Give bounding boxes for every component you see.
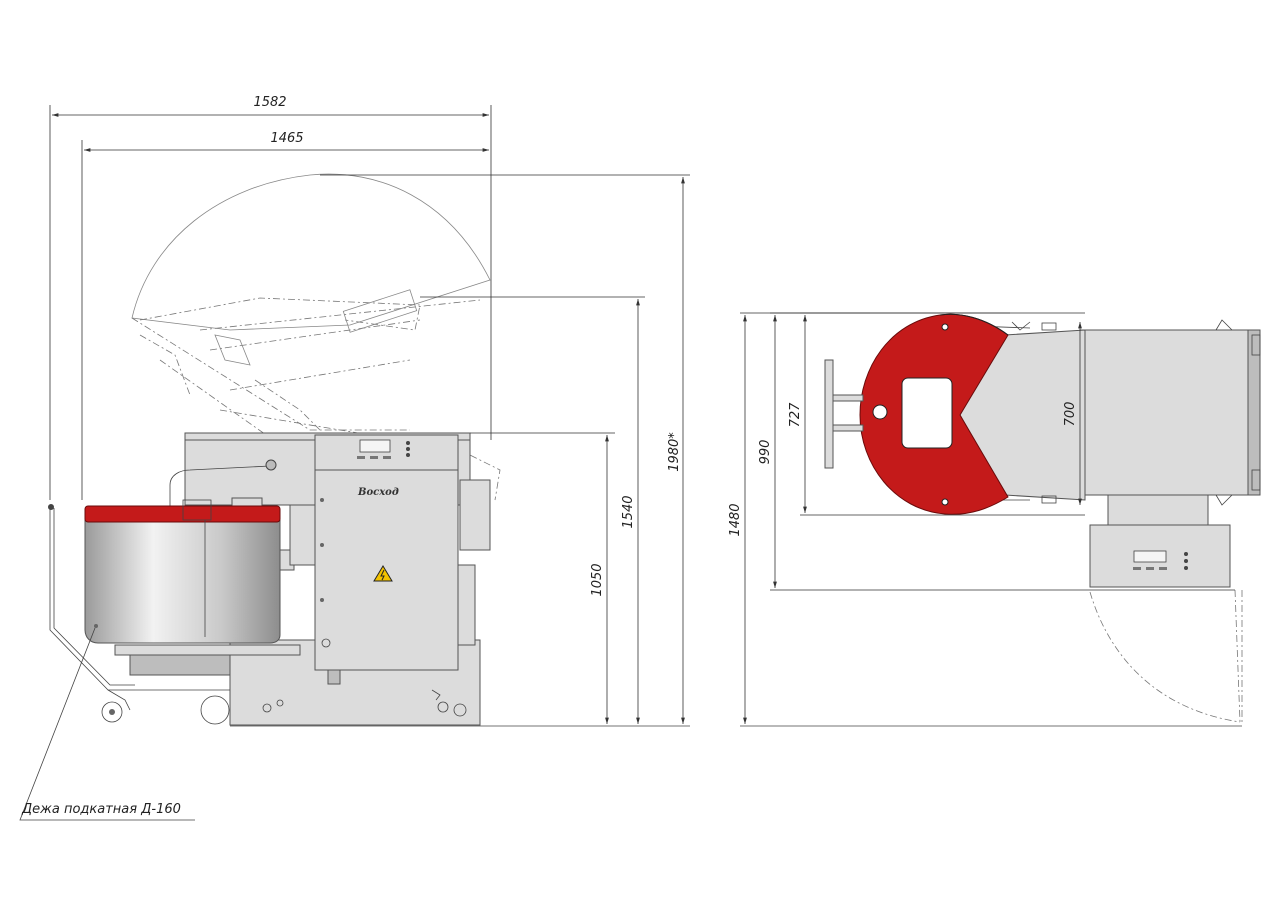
- trolley-bowl: [84, 499, 281, 644]
- dim-body-width: 1465: [270, 131, 303, 146]
- bowl-callout: Дежа подкатная Д-160: [19, 627, 195, 821]
- door-swing-arc: [1089, 591, 1241, 723]
- top-dimensions: 1480 990 727 700: [728, 315, 1082, 724]
- bowl-window: [901, 377, 953, 449]
- wheel-icon: [200, 695, 230, 725]
- dim-raised-height: 1540: [621, 495, 636, 528]
- top-display-screen: [1133, 550, 1167, 563]
- top-bowl: [859, 313, 1009, 515]
- top-buttons-icon: [1133, 552, 1188, 570]
- control-panel: [314, 434, 459, 471]
- warning-icon: [373, 565, 393, 582]
- top-machine-body: [1079, 319, 1261, 588]
- display-screen: [359, 439, 391, 453]
- bowl-rim: [84, 505, 281, 523]
- side-dimensions: 1582 1465 1980* 1540 1050: [49, 95, 690, 724]
- dim-overall-height: 1980*: [667, 432, 682, 472]
- raised-head-ghost: [131, 173, 501, 501]
- top-trolley-handle: [824, 359, 864, 469]
- top-view: 1480 990 727 700: [728, 312, 1261, 727]
- control-buttons-icon: [357, 441, 410, 459]
- dim-depth-990: 990: [758, 440, 773, 465]
- dim-bowl-width: 700: [1063, 402, 1078, 427]
- callout-label: Дежа подкатная Д-160: [21, 802, 181, 817]
- brand-logo: Восход: [357, 487, 399, 498]
- dim-total-depth: 1480: [728, 503, 743, 536]
- trolley-wheel-icon: [101, 701, 123, 723]
- dim-total-width: 1582: [253, 95, 286, 110]
- lock-icon: [321, 638, 331, 648]
- dim-body-height: 1050: [590, 563, 605, 596]
- cabinet-door: [314, 469, 459, 671]
- side-view: Восход: [19, 95, 690, 821]
- trolley-handle: [48, 504, 230, 723]
- control-cabinet: Восход: [314, 434, 459, 685]
- dim-depth-727: 727: [788, 402, 803, 428]
